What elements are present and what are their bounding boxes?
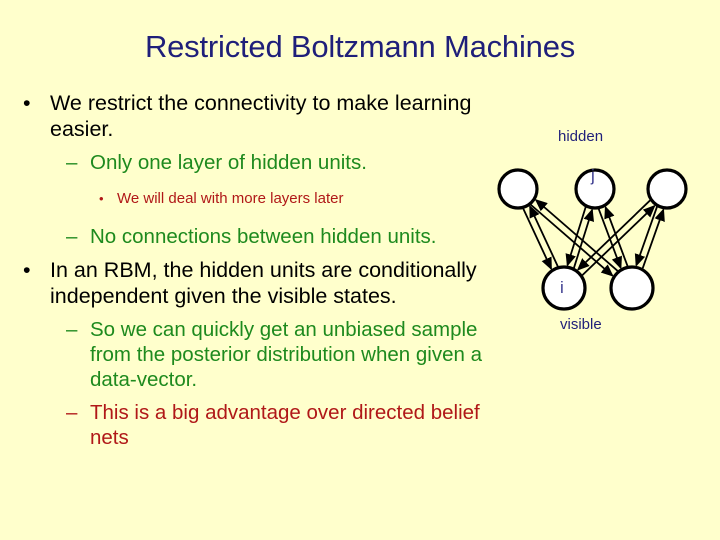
- edge-h1-to-v1: [522, 208, 552, 271]
- spacer: [14, 392, 506, 400]
- bullet-marker: •: [23, 258, 31, 282]
- bullet-marker: –: [66, 318, 78, 341]
- node-label-j: j: [591, 166, 595, 185]
- bullet-marker: –: [66, 225, 78, 248]
- edge-v1-to-h3: [581, 204, 656, 276]
- list-item: • We will deal with more layers later: [14, 189, 506, 208]
- hidden-layer-label: hidden: [558, 128, 604, 145]
- unit-node-h2: [574, 168, 616, 210]
- spacer: [14, 309, 506, 317]
- bullet-marker: •: [23, 91, 31, 115]
- spacer: [14, 175, 506, 189]
- bullet-marker: –: [66, 401, 78, 424]
- unit-node-h3: [646, 168, 688, 210]
- spacer: [14, 142, 506, 150]
- list-item-text: This is a big advantage over directed be…: [90, 401, 480, 449]
- bullet-marker: •: [99, 191, 104, 206]
- list-item-text: Only one layer of hidden units.: [90, 151, 367, 174]
- unit-node-v2: [609, 265, 655, 311]
- unit-node-h1: [497, 168, 539, 210]
- edge-h3-to-v1: [576, 199, 651, 271]
- page-title: Restricted Boltzmann Machines: [144, 29, 576, 64]
- visible-layer-label: visible: [560, 316, 602, 333]
- list-item-text: In an RBM, the hidden units are conditio…: [50, 258, 477, 308]
- edge-v2-to-h3: [641, 208, 665, 269]
- edge-group: [522, 198, 665, 277]
- spacer: [14, 249, 506, 257]
- list-item: – So we can quickly get an unbiased samp…: [14, 317, 506, 392]
- node-label-i: i: [560, 278, 564, 297]
- list-item-text: So we can quickly get an unbiased sample…: [90, 318, 482, 391]
- edge-h2-to-v1: [565, 206, 587, 267]
- list-item: – This is a big advantage over directed …: [14, 400, 506, 450]
- list-item-text: We will deal with more layers later: [117, 190, 344, 207]
- unit-node-v1: [541, 265, 587, 311]
- rbm-diagram: hidden visible j i: [488, 120, 712, 345]
- list-item: – Only one layer of hidden units.: [14, 150, 506, 175]
- node-group: [497, 168, 688, 311]
- edge-v2-to-h2: [604, 205, 629, 267]
- list-item-text: We restrict the connectivity to make lea…: [50, 91, 472, 141]
- bullet-marker: –: [66, 151, 78, 174]
- edge-h1-to-v2: [530, 204, 614, 277]
- list-item: – No connections between hidden units.: [14, 224, 506, 249]
- rbm-graph-svg: [497, 168, 688, 311]
- bullet-list: • We restrict the connectivity to make l…: [14, 90, 506, 450]
- list-item: • In an RBM, the hidden units are condit…: [14, 257, 506, 309]
- list-item: • We restrict the connectivity to make l…: [14, 90, 506, 142]
- list-item-text: No connections between hidden units.: [90, 225, 437, 248]
- spacer: [14, 208, 506, 224]
- edge-h3-to-v2: [634, 206, 658, 267]
- edge-v1-to-h1: [529, 204, 559, 267]
